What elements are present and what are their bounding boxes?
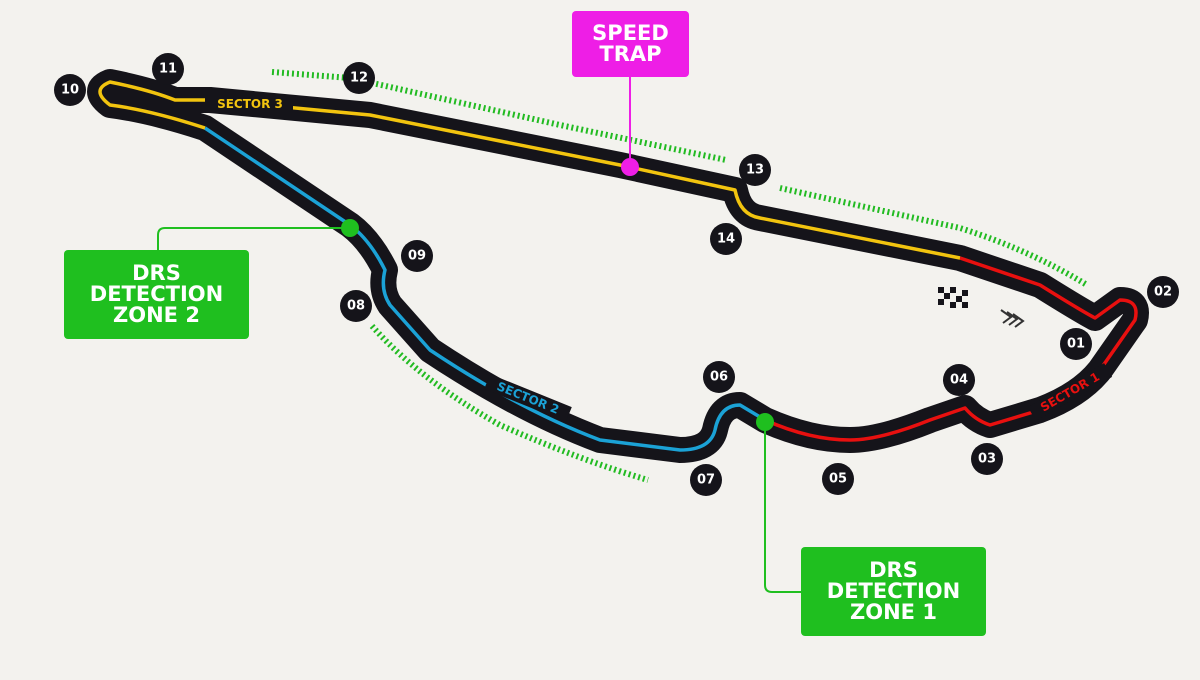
callout-line: DETECTION xyxy=(89,282,224,306)
svg-text:11: 11 xyxy=(159,62,177,77)
turn-01: 01 xyxy=(1060,328,1092,360)
callout-line: DRS xyxy=(869,558,918,582)
drs-2-marker xyxy=(341,219,359,237)
checkered-flag-icon xyxy=(938,287,968,308)
svg-text:02: 02 xyxy=(1154,285,1172,300)
svg-text:06: 06 xyxy=(710,370,728,385)
svg-text:12: 12 xyxy=(350,71,368,86)
svg-text:03: 03 xyxy=(978,452,996,467)
drs-zones xyxy=(271,69,1089,483)
svg-text:04: 04 xyxy=(950,373,968,388)
svg-text:01: 01 xyxy=(1067,337,1085,352)
svg-text:07: 07 xyxy=(697,473,715,488)
svg-text:08: 08 xyxy=(347,299,365,314)
drs-zone-main-straight xyxy=(779,185,1089,288)
drs-2-connector xyxy=(157,227,350,250)
speed-trap-marker xyxy=(621,158,639,176)
turn-12: 12 xyxy=(343,62,375,94)
svg-text:05: 05 xyxy=(829,472,847,487)
turn-14: 14 xyxy=(710,223,742,255)
callout-line: DRS xyxy=(132,261,181,285)
drs-detection-zone-1-callout: DRS DETECTION ZONE 1 xyxy=(801,547,986,636)
sector-1-line xyxy=(764,256,1138,442)
turn-05: 05 xyxy=(822,463,854,495)
drs-zone-sector2 xyxy=(369,324,649,483)
turn-04: 04 xyxy=(943,364,975,396)
callout-line: ZONE 2 xyxy=(113,303,200,327)
svg-text:09: 09 xyxy=(408,249,426,264)
svg-text:14: 14 xyxy=(717,232,735,247)
turn-13: 13 xyxy=(739,154,771,186)
turn-02: 02 xyxy=(1147,276,1179,308)
turn-08: 08 xyxy=(340,290,372,322)
sector-3-line xyxy=(98,80,961,260)
svg-text:13: 13 xyxy=(746,163,764,178)
drs-1-marker xyxy=(756,413,774,431)
speed-trap-callout: SPEED TRAP xyxy=(572,11,689,77)
chevron-right-icon xyxy=(1000,309,1025,328)
svg-text:10: 10 xyxy=(61,83,79,98)
turn-10: 10 xyxy=(54,74,86,106)
drs-zone-straight-back xyxy=(271,69,727,163)
turn-03: 03 xyxy=(971,443,1003,475)
callout-line: DETECTION xyxy=(826,579,961,603)
callout-line: SPEED xyxy=(592,21,669,45)
drs-1-connector xyxy=(764,422,802,593)
sector-2-line xyxy=(204,126,766,452)
turn-09: 09 xyxy=(401,240,433,272)
turn-11: 11 xyxy=(152,53,184,85)
turn-06: 06 xyxy=(703,361,735,393)
turn-markers: 01 02 03 04 05 06 07 08 09 10 11 12 13 1… xyxy=(54,53,1179,496)
drs-detection-zone-2-callout: DRS DETECTION ZONE 2 xyxy=(64,250,249,339)
turn-07: 07 xyxy=(690,464,722,496)
callout-line: TRAP xyxy=(599,42,662,66)
sector-3-label: SECTOR 3 xyxy=(217,97,283,111)
callout-line: ZONE 1 xyxy=(850,600,937,624)
